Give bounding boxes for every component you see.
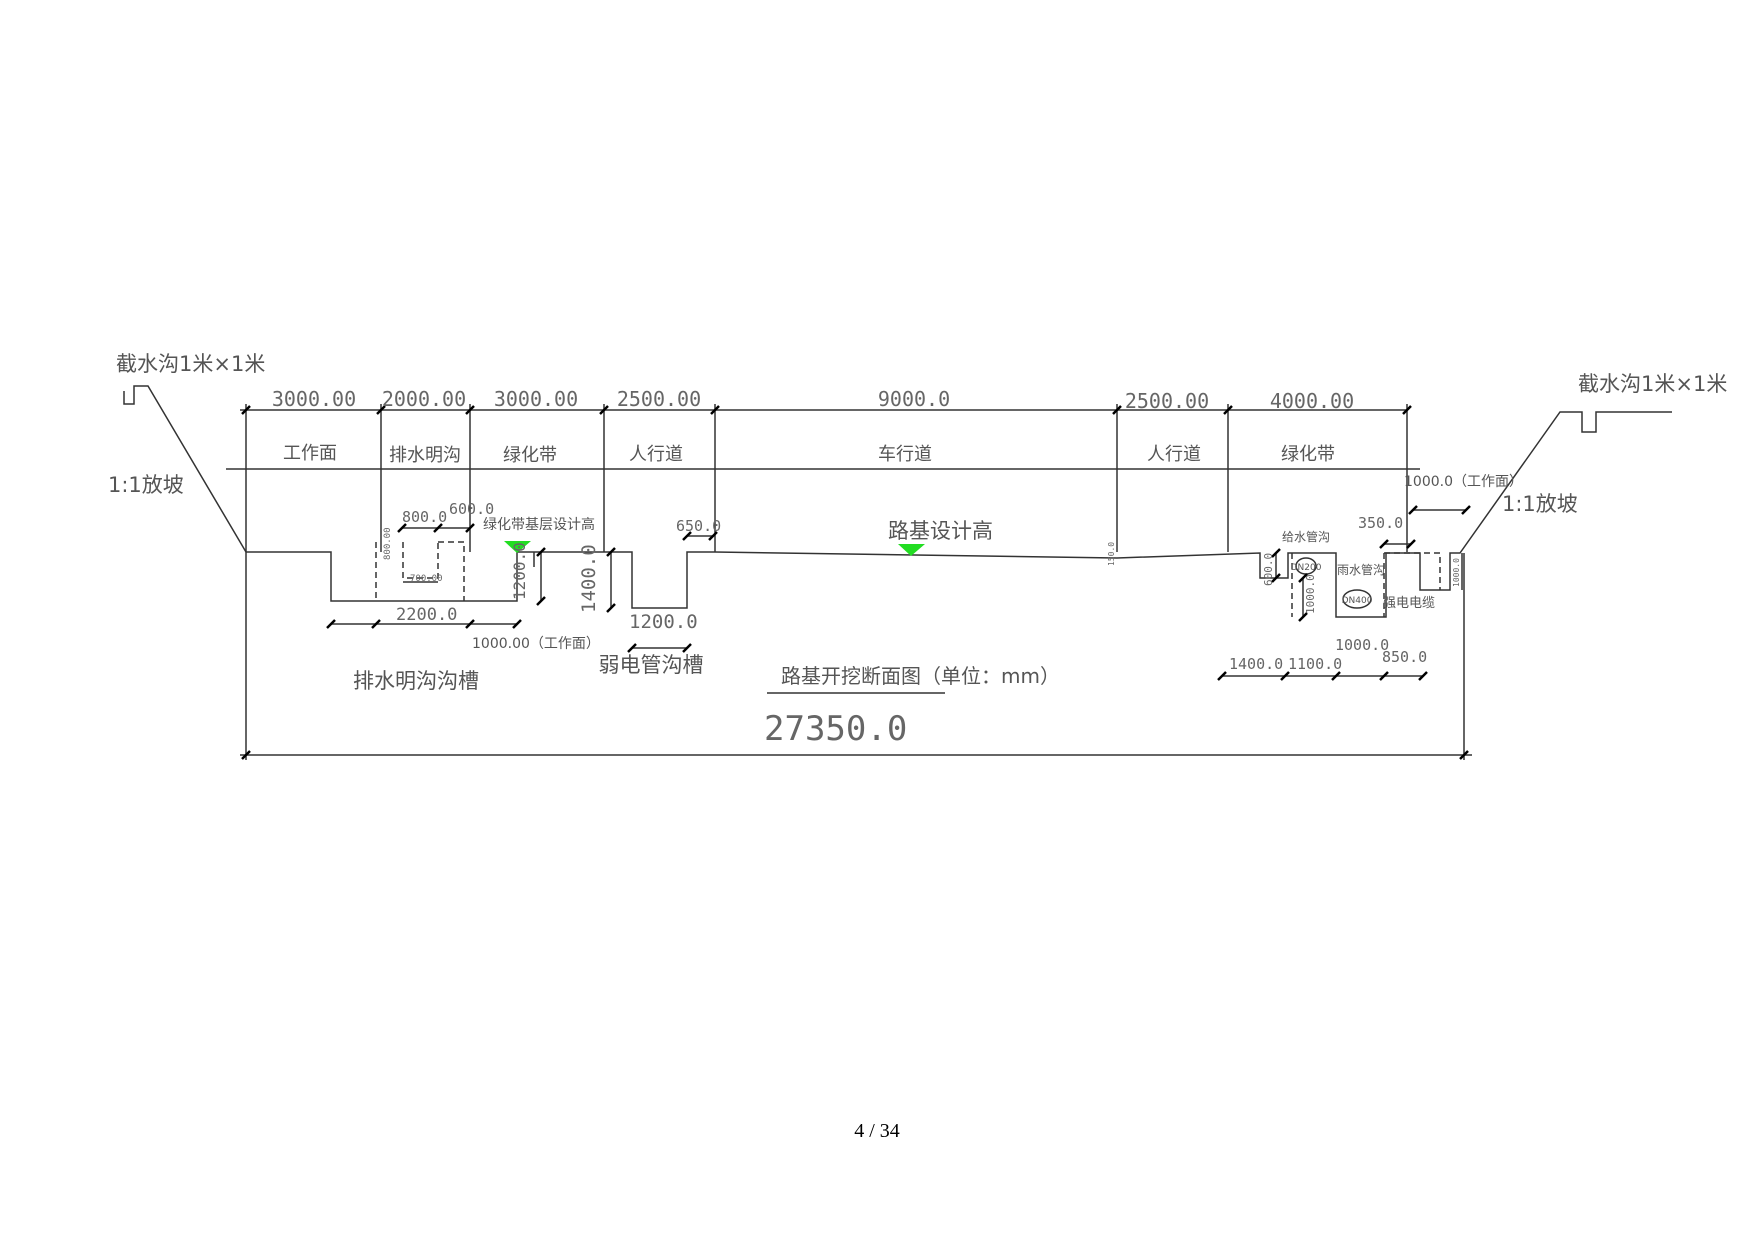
- drawing-title: 路基开挖断面图（单位：mm）: [781, 664, 1060, 688]
- dimension-tick: [708, 531, 718, 541]
- dim-850-right: 850.0: [1382, 648, 1427, 666]
- dim-top-4: 2500.00: [617, 387, 701, 411]
- dimension-tick: [606, 547, 616, 557]
- dimension-tick: [371, 619, 381, 629]
- roadbed-elevation-label: 路基设计高: [888, 519, 993, 543]
- dim-top-5: 9000.0: [878, 387, 950, 411]
- dim-800: 800.0: [402, 508, 447, 526]
- ground-profile: [246, 411, 1672, 618]
- dim-1400-vertical: 1400.0: [578, 544, 600, 613]
- dimension-tick: [1461, 505, 1471, 515]
- zone-label-6: 人行道: [1147, 444, 1201, 465]
- dimension-tick: [326, 619, 336, 629]
- intercept-ditch-left: 截水沟1米×1米: [116, 352, 265, 376]
- zone-label-2: 排水明沟: [389, 445, 461, 466]
- dimension-tick: [1459, 750, 1469, 760]
- slope-left: 1:1放坡: [108, 473, 184, 497]
- dimension-tick: [1402, 405, 1412, 415]
- dim-2200: 2200.0: [396, 605, 457, 625]
- dimension-tick: [1217, 671, 1227, 681]
- dimension-tick: [599, 405, 609, 415]
- dim-650: 650.0: [676, 517, 721, 535]
- dimension-tick: [1331, 671, 1341, 681]
- water-supply-trench-label: 给水管沟: [1282, 529, 1330, 544]
- dimension-tick: [465, 405, 475, 415]
- slope-right: 1:1放坡: [1502, 492, 1578, 516]
- dimension-tick: [241, 750, 251, 760]
- dimension-tick: [1223, 405, 1233, 415]
- weak-current-trench-label: 弱电管沟槽: [599, 653, 704, 677]
- dimension-tick: [536, 547, 546, 557]
- dn400-label: DN400: [1342, 596, 1373, 606]
- dimension-tick: [536, 596, 546, 606]
- work-face-right: 1000.0（工作面）: [1404, 474, 1523, 490]
- strong-cable-label: 强电电缆: [1383, 595, 1435, 611]
- dimension-tick: [1298, 612, 1308, 622]
- left-slope-profile: [123, 385, 247, 553]
- zone-label-4: 人行道: [629, 444, 683, 465]
- dimension-tick: [465, 523, 475, 533]
- drain-trench-internal: [375, 541, 465, 601]
- dim-700-small: 700.00: [410, 574, 443, 584]
- zone-label-7: 绿化带: [1281, 444, 1335, 465]
- dim-600-vertical: 600.0: [1262, 553, 1275, 586]
- dimension-tick: [397, 523, 407, 533]
- dim-800-small: 800.00: [383, 527, 393, 560]
- right-trench-internal: [1291, 552, 1441, 617]
- dimension-tick: [682, 643, 692, 653]
- dimension-tick: [1271, 548, 1281, 558]
- dim-top-1: 3000.00: [272, 387, 356, 411]
- dimension-tick: [1112, 405, 1122, 415]
- dimension-tick: [1379, 539, 1389, 549]
- dimension-tick: [1280, 671, 1290, 681]
- dimension-tick: [606, 603, 616, 613]
- zone-label-5: 车行道: [878, 444, 932, 465]
- dimension-tick: [710, 405, 720, 415]
- zone-label-1: 工作面: [283, 443, 337, 464]
- dim-150: 150.0: [1107, 542, 1116, 566]
- dimension-tick: [433, 523, 443, 533]
- zone-label-3: 绿化带: [503, 445, 557, 466]
- dimension-tick: [465, 619, 475, 629]
- dimension-ticks: [241, 405, 1471, 760]
- dimension-tick: [1298, 573, 1308, 583]
- roadbed-elevation-marker: [898, 544, 925, 556]
- dimension-tick: [627, 643, 637, 653]
- dimension-tick: [1406, 539, 1416, 549]
- dim-1100-right: 1100.0: [1288, 655, 1342, 673]
- dimension-tick: [1408, 505, 1418, 515]
- dimension-tick: [1418, 671, 1428, 681]
- dim-top-2: 2000.00: [382, 387, 466, 411]
- dim-1000-vertical: 1000.0: [1304, 574, 1317, 614]
- dim-1400-right: 1400.0: [1229, 655, 1283, 673]
- dim-1200-vertical: 1200.0: [510, 542, 529, 600]
- dimension-tick: [376, 405, 386, 415]
- dimension-tick: [241, 405, 251, 415]
- page-number: 4 / 34: [854, 1120, 900, 1142]
- dim-1000-right: 1000.0: [1335, 636, 1389, 654]
- dim-top-6: 2500.00: [1125, 389, 1209, 413]
- dim-top-3: 3000.00: [494, 387, 578, 411]
- total-width: 27350.0: [764, 709, 907, 749]
- dim-1200-horizontal: 1200.0: [629, 611, 698, 633]
- dim-350: 350.0: [1358, 514, 1403, 532]
- dim-1000-vertical-right: 1000.0: [1452, 558, 1461, 587]
- green-base-elevation-label: 绿化带基层设计高: [483, 516, 595, 533]
- work-face-left: 1000.00（工作面）: [472, 636, 600, 652]
- dimension-tick: [1379, 671, 1389, 681]
- dimension-tick: [682, 531, 692, 541]
- drain-trench-label: 排水明沟沟槽: [353, 669, 479, 693]
- green-base-elevation-marker: [504, 541, 531, 553]
- dim-600: 600.0: [449, 500, 494, 518]
- rain-pipe-trench-label: 雨水管沟: [1337, 562, 1385, 577]
- dn200-label: DN200: [1291, 563, 1322, 573]
- intercept-ditch-right: 截水沟1米×1米: [1578, 372, 1727, 396]
- dimension-tick: [1271, 573, 1281, 583]
- dimension-tick: [512, 619, 522, 629]
- dim-top-7: 4000.00: [1270, 389, 1354, 413]
